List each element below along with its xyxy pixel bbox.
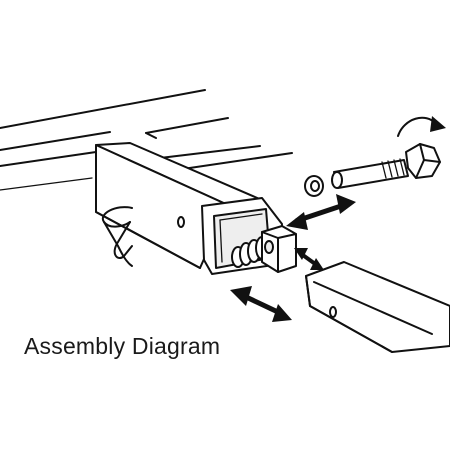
nut-motion-double-arrow-icon xyxy=(294,248,324,270)
lock-washer xyxy=(304,175,324,197)
hitch-pin-clip xyxy=(101,206,133,267)
square-nut xyxy=(261,225,297,273)
tube-motion-double-arrow-icon xyxy=(230,286,292,322)
bolt-rotation-arrow-icon xyxy=(397,116,446,137)
washer-motion-double-arrow-icon xyxy=(286,194,356,230)
diagram-caption: Assembly Diagram xyxy=(24,333,221,359)
frame-rail xyxy=(0,89,293,191)
hex-bolt xyxy=(331,143,441,189)
insert-tube xyxy=(305,261,450,353)
